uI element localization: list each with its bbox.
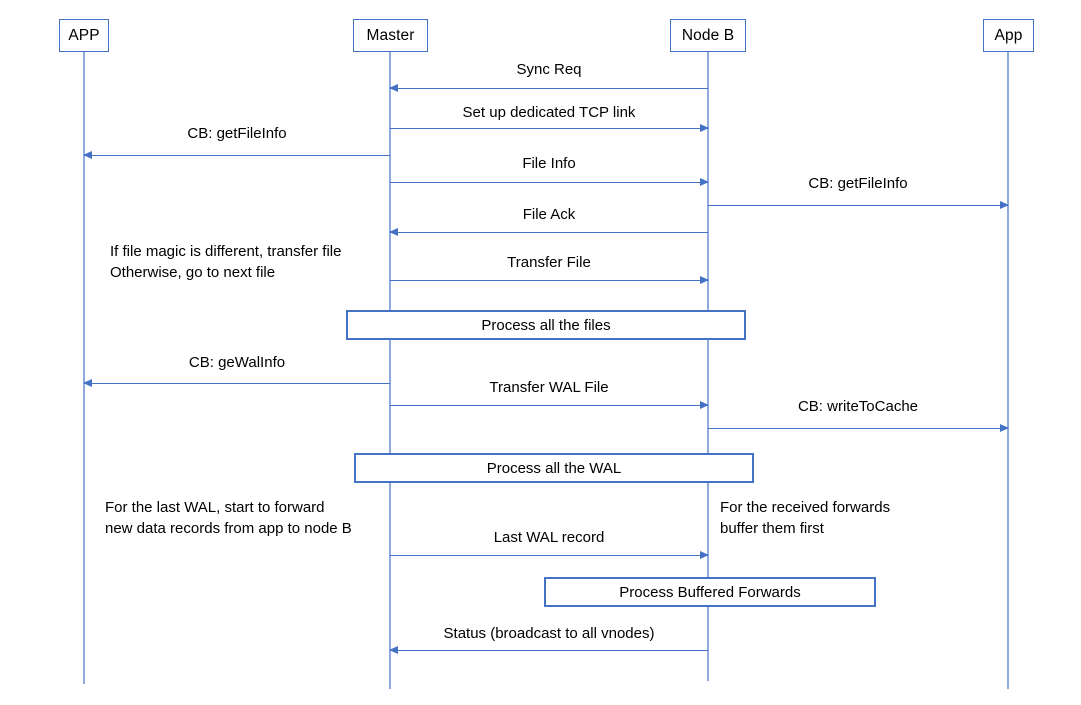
message-label-transfer-wal-file: Transfer WAL File (489, 379, 609, 396)
message-label-file-ack: File Ack (522, 206, 576, 223)
note-file-magic: If file magic is different, transfer fil… (110, 243, 342, 281)
message-label-cb-getfileinfo-1: CB: getFileInfo (187, 125, 287, 142)
message-label-last-wal-record: Last WAL record (493, 529, 605, 546)
participant-app_left[interactable]: APP (59, 19, 109, 52)
activation-process-all-files: Process all the files (346, 310, 746, 340)
lifeline-node_b (707, 52, 709, 681)
lifeline-master (389, 52, 391, 689)
message-label-setup-tcp: Set up dedicated TCP link (462, 104, 636, 121)
note-buffer-first: For the received forwards buffer them fi… (720, 499, 891, 537)
message-label-transfer-file: Transfer File (507, 254, 591, 271)
note-last-wal: For the last WAL, start to forward new d… (105, 499, 352, 537)
message-label-sync-req: Sync Req (516, 61, 582, 78)
participant-app_right[interactable]: App (983, 19, 1034, 52)
message-label-cb-writetocache: CB: writeToCache (797, 398, 919, 415)
participant-master[interactable]: Master (353, 19, 428, 52)
message-label-status-broadcast: Status (broadcast to all vnodes) (443, 625, 655, 642)
lifeline-app_left (83, 52, 85, 684)
message-label-file-info: File Info (522, 155, 576, 172)
message-label-cb-getfileinfo-2: CB: getFileInfo (808, 175, 908, 192)
participant-node_b[interactable]: Node B (670, 19, 746, 52)
activation-process-buffered-fwd: Process Buffered Forwards (544, 577, 876, 607)
activation-process-all-wal: Process all the WAL (354, 453, 754, 483)
lifeline-app_right (1007, 52, 1009, 689)
message-label-cb-gewalinfo: CB: geWalInfo (188, 354, 286, 371)
